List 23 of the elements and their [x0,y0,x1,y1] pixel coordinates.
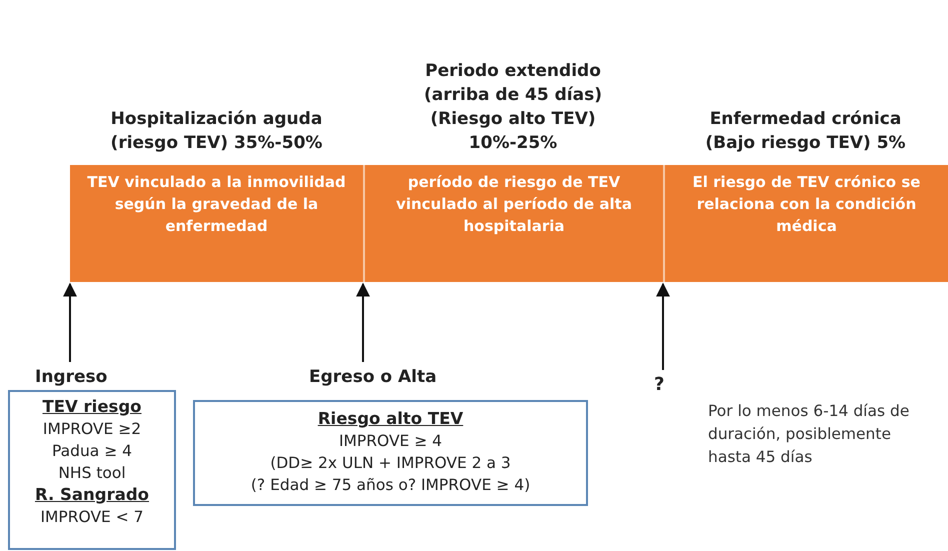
criteria-text: Padua ≥ 4 [50,441,133,462]
criteria-text: IMPROVE ≥ 4 [338,431,444,452]
segment-text: TEV vinculado a la inmovilidad según la gravedad de la enfermedad [86,172,347,237]
criteria-heading: Riesgo alto TEV [316,408,464,430]
segment-text: El riesgo de TEV crónico se relaciona con la condición médica [692,172,922,237]
criteria-text: (DD≥ 2x ULN + IMPROVE 2 a 3 [269,453,512,474]
criteria-text: IMPROVE < 7 [39,507,145,528]
milestone-label: Egreso o Alta [308,366,438,388]
criteria-text: (? Edad ≥ 75 años o? IMPROVE ≥ 4) [250,475,532,496]
milestone-label: Ingreso [34,366,108,388]
arrow [356,282,370,362]
period-heading: Hospitalización aguda (riesgo TEV) 35%-50% [110,108,324,155]
segment-text: período de riesgo de TEV vinculado al período de alta hospitalaria [395,172,633,237]
question-mark: ? [654,374,666,396]
period-heading: Enfermedad crónica (Bajo riesgo TEV) 5% [704,108,907,155]
period-heading: Periodo extendido (arriba de 45 días) (Riesgo alto TEV) 10%-25% [423,60,603,155]
arrow [656,282,670,370]
arrow [63,282,77,362]
criteria-heading: TEV riesgo [42,396,142,418]
note-text: Por lo menos 6-14 días de duración, posiblemente hasta 45 días [708,401,910,468]
criteria-text: NHS tool [57,463,127,484]
criteria-heading: R. Sangrado [34,484,150,506]
criteria-text: IMPROVE ≥2 [42,419,142,440]
